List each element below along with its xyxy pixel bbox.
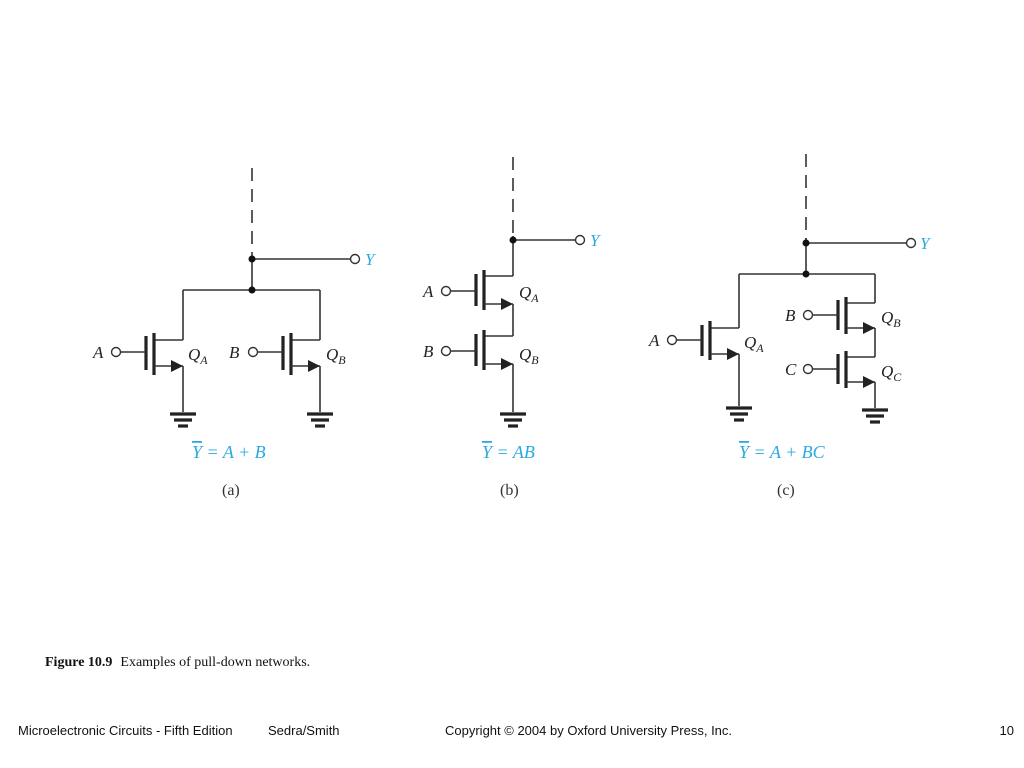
- pull-down-networks-diagram: Y A QA: [92, 154, 931, 499]
- input-label: B: [785, 306, 796, 325]
- ground-symbol: [307, 412, 333, 428]
- input-terminal: [440, 345, 452, 357]
- transistor-label: QC: [881, 362, 902, 384]
- input-terminal: [802, 363, 814, 375]
- footer-book-title: Microelectronic Circuits - Fifth Edition: [18, 723, 233, 738]
- transistor-qb: B QB: [423, 330, 539, 428]
- source-arrow: [727, 348, 739, 360]
- output-terminal: [349, 253, 361, 265]
- input-terminal: [247, 346, 259, 358]
- footer-authors: Sedra/Smith: [268, 723, 340, 738]
- transistor-label: QB: [326, 345, 346, 367]
- output-node: [248, 255, 256, 263]
- source-arrow: [863, 322, 875, 334]
- figure-caption-text: Examples of pull-down networks.: [120, 655, 311, 670]
- source-arrow: [863, 376, 875, 388]
- transistor-qc: C QC: [785, 351, 902, 424]
- input-label: B: [229, 343, 240, 362]
- source-arrow: [308, 360, 320, 372]
- figure-number: Figure 10.9: [45, 655, 113, 670]
- transistor-label: QB: [519, 345, 539, 367]
- input-label: C: [785, 360, 797, 379]
- transistor-qb: B QB: [785, 274, 901, 334]
- source-arrow: [501, 298, 513, 310]
- junction-node: [802, 270, 810, 278]
- circuit-c: Y A QA: [648, 154, 931, 499]
- output-label: Y: [590, 231, 601, 250]
- output-node: [509, 236, 517, 244]
- source-arrow: [171, 360, 183, 372]
- input-label: A: [92, 343, 104, 362]
- circuit-b: Y A QA: [422, 157, 601, 499]
- transistor-qb: B QB: [229, 290, 346, 428]
- transistor-qa: A QA: [422, 270, 539, 310]
- transistor-label: QB: [881, 308, 901, 330]
- transistor-qa: A QA: [92, 290, 208, 428]
- transistor-label: QA: [744, 333, 764, 355]
- junction-node: [248, 286, 256, 294]
- source-arrow: [501, 358, 513, 370]
- circuit-a: Y A QA: [92, 168, 376, 499]
- subfigure-caption: (b): [500, 482, 519, 499]
- logic-equation: Y = A + B: [192, 442, 266, 462]
- output-label: Y: [920, 234, 931, 253]
- output-label: Y: [365, 250, 376, 269]
- transistor-label: QA: [188, 345, 208, 367]
- input-terminal: [110, 346, 122, 358]
- footer-copyright: Copyright © 2004 by Oxford University Pr…: [445, 723, 733, 738]
- output-terminal: [574, 234, 586, 246]
- transistor-qa: A QA: [648, 274, 764, 422]
- input-terminal: [802, 309, 814, 321]
- figure-caption: Figure 10.9 Examples of pull-down network…: [45, 655, 310, 671]
- output-terminal: [905, 237, 917, 249]
- logic-equation: Y = AB: [482, 442, 535, 462]
- logic-equation: Y = A + BC: [739, 442, 826, 462]
- footer-page-number: 10: [999, 723, 1014, 738]
- ground-symbol: [862, 408, 888, 424]
- ground-symbol: [170, 412, 196, 428]
- input-label: B: [423, 342, 434, 361]
- transistor-label: QA: [519, 283, 539, 305]
- ground-symbol: [726, 406, 752, 422]
- input-terminal: [440, 285, 452, 297]
- ground-symbol: [500, 412, 526, 428]
- subfigure-caption: (c): [777, 482, 795, 499]
- input-terminal: [666, 334, 678, 346]
- output-node: [802, 239, 810, 247]
- input-label: A: [648, 331, 660, 350]
- input-label: A: [422, 282, 434, 301]
- subfigure-caption: (a): [222, 482, 240, 499]
